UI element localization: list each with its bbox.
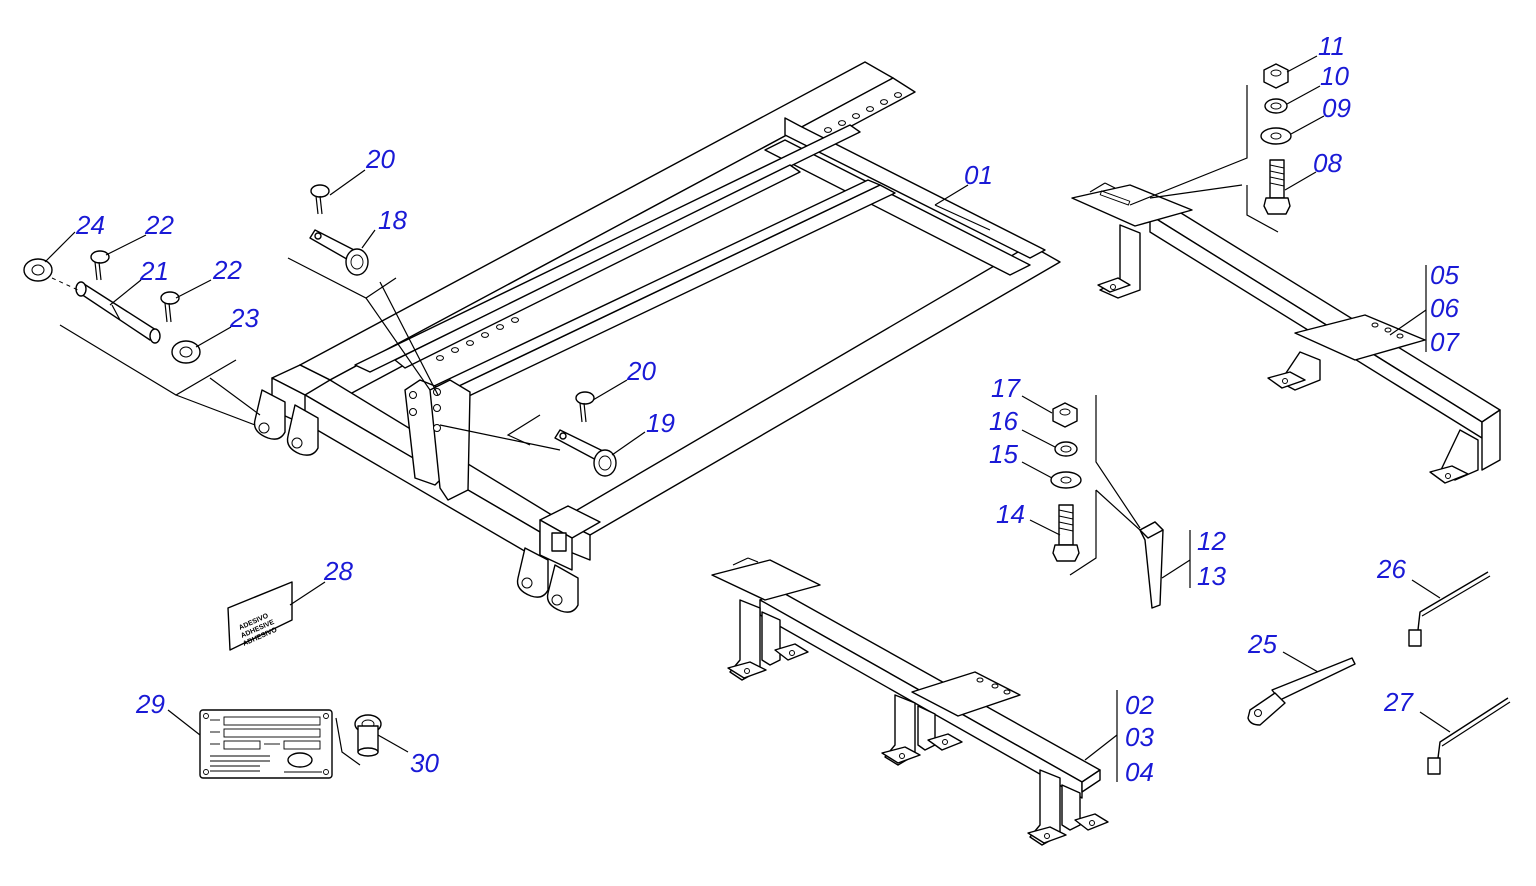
- label-03: 03: [1125, 722, 1154, 752]
- washer-09-part: [1260, 127, 1292, 145]
- key-26-part: [1408, 571, 1491, 647]
- main-frame-part: [253, 61, 1061, 613]
- washer-15-part: [1050, 471, 1082, 489]
- label-20-top: 20: [365, 144, 395, 174]
- pin-18-part: [309, 229, 369, 276]
- label-02: 02: [1125, 690, 1154, 720]
- label-17: 17: [991, 373, 1021, 403]
- label-19: 19: [646, 408, 675, 438]
- key-27-part: [1427, 697, 1511, 775]
- washer-24-part: [23, 258, 53, 282]
- sticker-28-part: ADESIVO ADHESIVE ADHESIVO: [227, 581, 293, 651]
- support-05-07-part: [1071, 182, 1501, 484]
- bolt-14-part: [1052, 504, 1080, 562]
- pin-21-part: [75, 281, 161, 344]
- tine-12-13-part: [1139, 521, 1164, 609]
- label-22-right: 22: [212, 255, 242, 285]
- nut-11-part: [1263, 63, 1289, 89]
- label-27: 27: [1383, 687, 1414, 717]
- clip-22-right-part: [160, 291, 180, 323]
- part-number-labels: 01 02 03 04 05 06 07 08 09 10 11 12 13 1…: [75, 31, 1460, 787]
- support-02-04-part: [711, 557, 1109, 846]
- label-08: 08: [1313, 148, 1342, 178]
- leader-lines: [44, 55, 1451, 782]
- label-22-left: 22: [144, 210, 174, 240]
- washer-10-part: [1264, 98, 1288, 114]
- label-14: 14: [996, 499, 1025, 529]
- label-04: 04: [1125, 757, 1154, 787]
- bolt-08-part: [1263, 159, 1291, 215]
- nameplate-29-part: [199, 709, 333, 779]
- clip-22-left-part: [90, 250, 110, 281]
- label-07: 07: [1430, 327, 1460, 357]
- label-20-bottom: 20: [626, 356, 656, 386]
- label-21: 21: [139, 256, 169, 286]
- label-18: 18: [378, 205, 407, 235]
- label-24: 24: [75, 210, 105, 240]
- label-26: 26: [1376, 554, 1406, 584]
- washer-23-part: [171, 340, 201, 364]
- label-11: 11: [1318, 31, 1345, 61]
- nut-17-part: [1052, 402, 1078, 428]
- label-23: 23: [229, 303, 259, 333]
- clip-20-top-part: [310, 184, 330, 215]
- label-25: 25: [1247, 629, 1277, 659]
- pin-19-part: [554, 429, 617, 477]
- label-13: 13: [1197, 561, 1226, 591]
- label-10: 10: [1320, 61, 1349, 91]
- wrench-25-part: [1247, 657, 1356, 726]
- label-28: 28: [323, 556, 353, 586]
- label-30: 30: [410, 748, 439, 778]
- label-29: 29: [135, 689, 165, 719]
- label-01: 01: [964, 160, 993, 190]
- rivet-30-part: [354, 714, 382, 757]
- label-12: 12: [1197, 526, 1226, 556]
- label-06: 06: [1430, 293, 1459, 323]
- washer-16-part: [1054, 441, 1078, 457]
- label-16: 16: [989, 406, 1018, 436]
- label-05: 05: [1430, 260, 1459, 290]
- clip-20-bottom-part: [575, 391, 595, 423]
- label-15: 15: [989, 439, 1018, 469]
- label-09: 09: [1322, 93, 1351, 123]
